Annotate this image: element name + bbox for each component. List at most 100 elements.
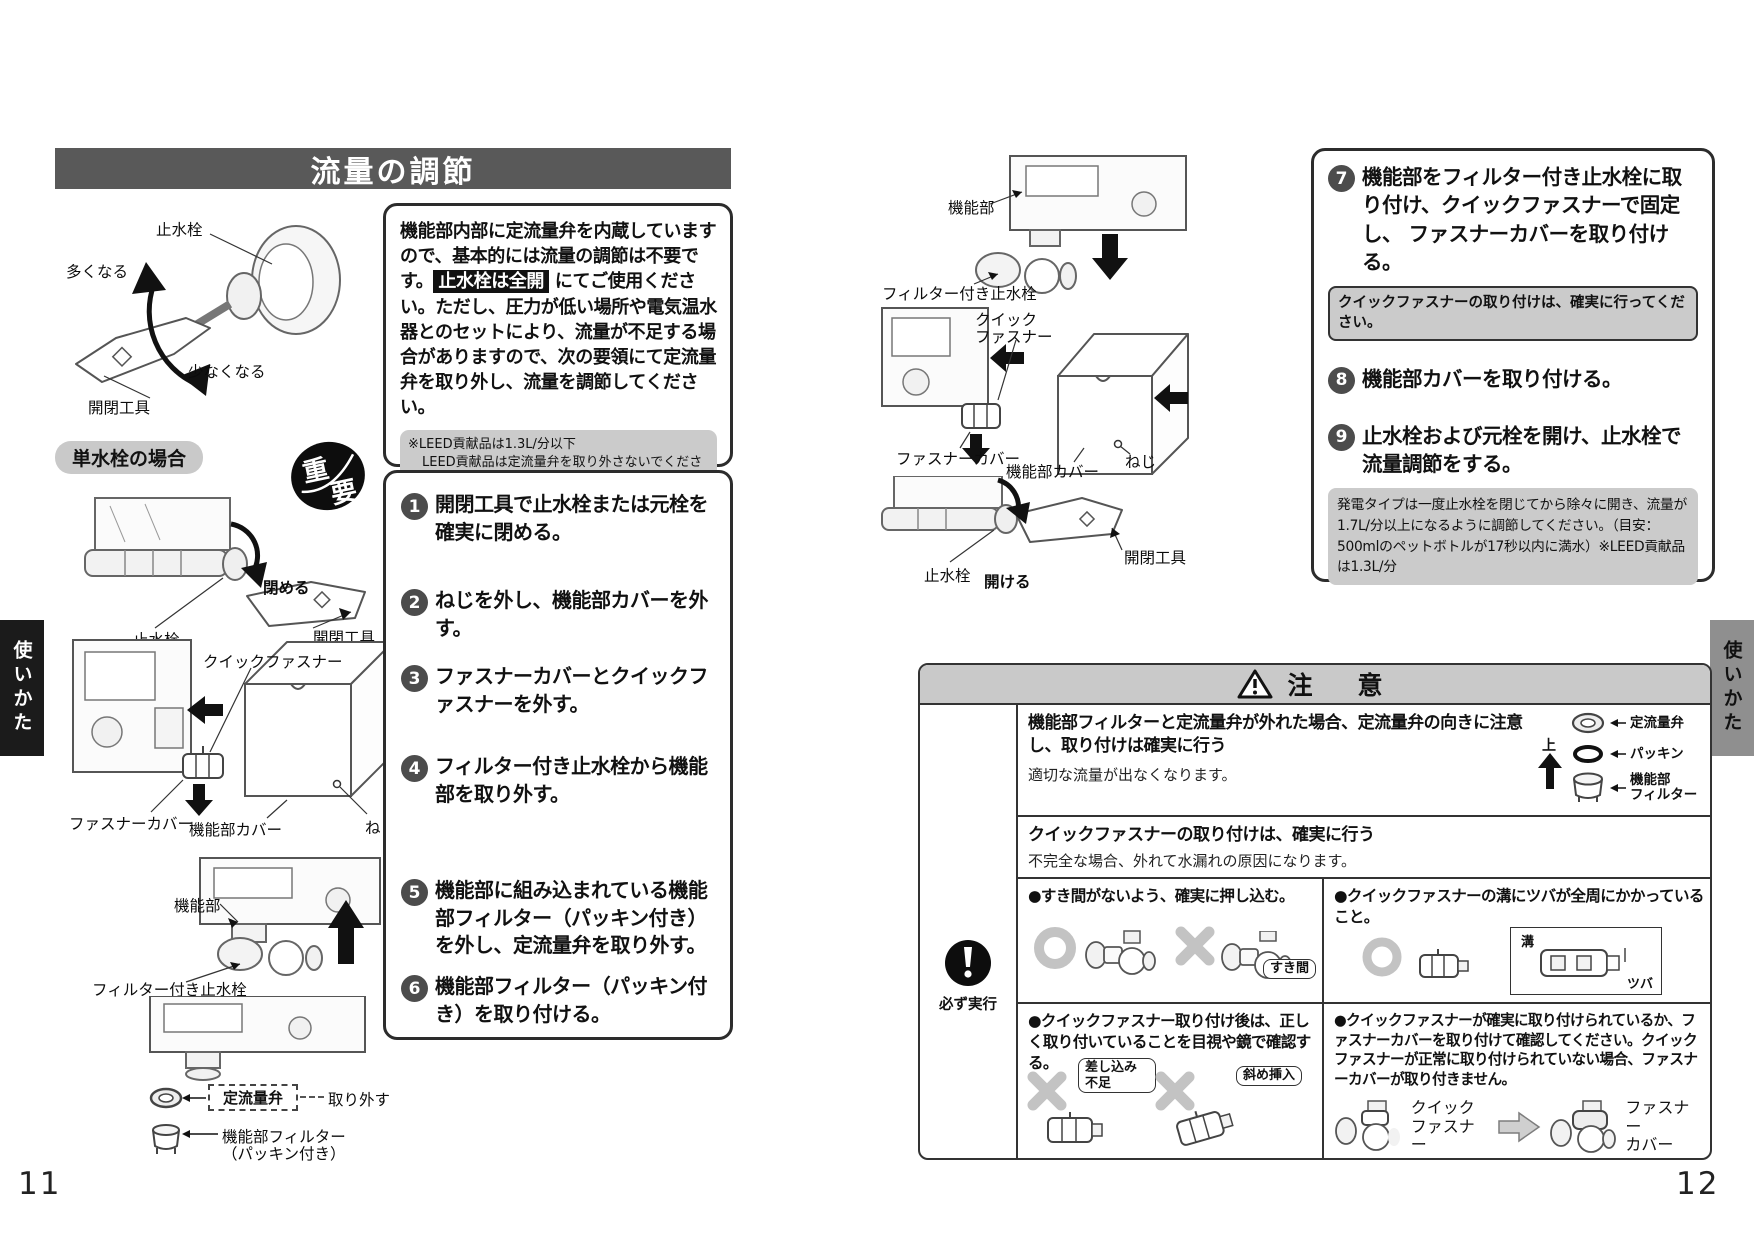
caution-row3-left-bullet: ●すき間がないよう、確実に押し込む。 bbox=[1028, 887, 1295, 905]
step-5: 5 機能部に組み込まれている機能部フィルター（パッキン付き）を外し、定流量弁を取… bbox=[401, 877, 719, 960]
caution-row3-right: ●クイックファスナーの溝にツバが全周にかかっていること。 溝 bbox=[1324, 879, 1710, 1004]
step-1: 1 開閉工具で止水栓または元栓を確実に閉める。 bbox=[401, 491, 719, 546]
caution-header-text: 注 意 bbox=[1287, 671, 1393, 700]
callout-angled-insert: 斜め挿入 bbox=[1236, 1066, 1303, 1086]
mandatory-icon bbox=[945, 939, 991, 986]
step-9-note: 発電タイプは一度止水栓を閉じてから除々に開き、流量が1.7L/分以上になるように… bbox=[1328, 488, 1698, 586]
intro-before: 機能部内部に定流量弁を内蔵していますので、基本的には流量の調節は不要です。 bbox=[400, 221, 717, 293]
label-stop-valve: 止水栓 bbox=[156, 221, 203, 239]
fastener-groove-icon bbox=[1540, 948, 1626, 977]
intro-text: 機能部内部に定流量弁を内蔵していますので、基本的には流量の調節は不要です。止水栓… bbox=[400, 219, 717, 421]
remove-cover-drawing-icon bbox=[72, 639, 394, 819]
fastener-under-icon bbox=[1047, 1112, 1103, 1143]
label-flow-valve: 定流量弁 bbox=[1630, 714, 1684, 731]
caution-row1: 機能部フィルターと定流量弁が外れた場合、定流量弁の向きに注意し、取り付けは確実に… bbox=[1018, 705, 1710, 817]
arrow-left-icon bbox=[1610, 719, 1626, 727]
step-4: 4 フィルター付き止水栓から機能部を取り外す。 bbox=[401, 753, 719, 808]
big-arrow-right-icon bbox=[1498, 1111, 1541, 1143]
label-tool: 開閉工具 bbox=[1124, 549, 1187, 567]
section-label-single-faucet: 単水栓の場合 bbox=[55, 441, 204, 474]
caution-row4-right-diagram: クイック ファスナー ファスナー カバー bbox=[1334, 1096, 1704, 1158]
steps-box-left: 1 開閉工具で止水栓または元栓を確実に閉める。 2 ねじを外し、機能部カバーを外… bbox=[383, 470, 733, 1040]
caution-row1-body: 適切な流量が出なくなります。 bbox=[1028, 765, 1237, 784]
label-stop-valve: 止水栓 bbox=[924, 567, 971, 585]
caution-row1-diagram: 上 定流量弁 パッキン bbox=[1534, 709, 1710, 813]
label-unit: 機能部 bbox=[948, 199, 995, 217]
steps-box-right: 7 機能部をフィルター付き止水栓に取り付け、クイックファスナーで固定し、 ファス… bbox=[1311, 148, 1715, 586]
caution-row2-heading: クイックファスナーの取り付けは、確実に行う bbox=[1028, 825, 1375, 845]
label-quick-fastener: クイックファスナー bbox=[203, 653, 343, 671]
label-tool: 開閉工具 bbox=[88, 399, 151, 417]
usage-tab-right: 使いかた bbox=[1710, 620, 1754, 756]
label-unit-cover: 機能部カバー bbox=[189, 821, 283, 839]
figure-detach-unit: 機能部 フィルター付き止水栓 bbox=[90, 856, 390, 1004]
label-unit-filter-packing: （パッキン付き） bbox=[222, 1145, 346, 1163]
figure-flow-adjust: 止水栓 多くなる 少なくなる 開閉工具 bbox=[58, 200, 380, 440]
step-7-number: 7 bbox=[1328, 165, 1355, 192]
cross-mark-icon bbox=[1027, 1071, 1067, 1111]
ok-circle-icon bbox=[1034, 927, 1076, 969]
step-5-text: 機能部に組み込まれている機能部フィルター（パッキン付き）を外し、定流量弁を取り外… bbox=[435, 878, 708, 958]
ring-icon bbox=[1362, 937, 1402, 977]
leed-note-line1: ※LEED貢献品は1.3L/分以下 bbox=[408, 436, 576, 452]
page-number-right: 12 bbox=[1676, 1166, 1720, 1202]
caution-row3-right-diagram: 溝 ツバ bbox=[1334, 927, 1702, 997]
mandatory-label: 必ず実行 bbox=[939, 996, 997, 1013]
caution-row4-left: ●クイックファスナー取り付け後は、正しく取り付いていることを目視や鏡で確認する。… bbox=[1018, 1004, 1324, 1158]
arrow-left-icon bbox=[1610, 784, 1626, 792]
step-3-text: ファスナーカバーとクイックファスナーを外す。 bbox=[435, 664, 709, 716]
step-3: 3 ファスナーカバーとクイックファスナーを外す。 bbox=[401, 663, 719, 718]
label-fastener-cover: ファスナーカバー bbox=[69, 815, 194, 833]
step-5-number: 5 bbox=[401, 879, 428, 906]
cross-mark-icon bbox=[1175, 926, 1215, 966]
step-9-text: 止水栓および元栓を開け、止水栓で流量調節をする。 bbox=[1362, 423, 1681, 476]
cross-mark-icon bbox=[1155, 1071, 1195, 1111]
label-filter-stop-valve: フィルター付き止水栓 bbox=[882, 285, 1037, 303]
step-9-number: 9 bbox=[1328, 423, 1355, 451]
warning-triangle-icon bbox=[1237, 669, 1273, 699]
caution-box: 注 意 必ず実行 機能部フィルターと定流量弁が外れた場合、定流量弁の向きに注意し… bbox=[918, 663, 1712, 1160]
label-increase: 多くなる bbox=[66, 263, 129, 281]
flow-valve-icon bbox=[1571, 712, 1605, 734]
caution-row3-right-bullet: ●クイックファスナーの溝にツバが全周にかかっていること。 bbox=[1334, 887, 1704, 926]
step-2-number: 2 bbox=[401, 589, 428, 616]
page-number-left: 11 bbox=[18, 1166, 62, 1202]
label-cover-line2: カバー bbox=[1625, 1135, 1674, 1155]
step-7: 7 機能部をフィルター付き止水栓に取り付け、クイックファスナーで固定し、 ファス… bbox=[1328, 163, 1698, 276]
caution-header: 注 意 bbox=[920, 665, 1710, 705]
valve-with-fastener-icon bbox=[1335, 1100, 1400, 1151]
step-7-text: 機能部をフィルター付き止水栓に取り付け、クイックファスナーで固定し、 ファスナー… bbox=[1362, 165, 1682, 274]
important-badge: 重 要 bbox=[284, 435, 372, 517]
detach-unit-drawing-icon bbox=[185, 857, 381, 983]
packing-icon bbox=[1573, 745, 1603, 763]
label-open: 開ける bbox=[984, 573, 1031, 591]
fastener-angled-icon bbox=[1176, 1110, 1234, 1146]
up-arrow-icon bbox=[1538, 753, 1562, 789]
label-fastener-cover: ファスナー カバー bbox=[1625, 1099, 1704, 1154]
step-7-note: クイックファスナーの取り付けは、確実に行ってください。 bbox=[1328, 286, 1698, 341]
intro-box: 機能部内部に定流量弁を内蔵していますので、基本的には流量の調節は不要です。止水栓… bbox=[383, 203, 733, 499]
step-1-number: 1 bbox=[401, 493, 428, 520]
figure-remove-cover: クイックファスナー ファスナーカバー 機能部カバー ねじ bbox=[55, 612, 396, 842]
usage-tab-left: 使いかた bbox=[0, 620, 44, 756]
label-fastener: ファスナー bbox=[975, 328, 1053, 346]
label-screw: ねじ bbox=[1125, 453, 1157, 471]
step-8-number: 8 bbox=[1328, 366, 1355, 394]
caution-row3-left-diagram: すき間 bbox=[1026, 911, 1316, 995]
step-3-number: 3 bbox=[401, 665, 428, 692]
close-valve-drawing-icon bbox=[84, 497, 366, 629]
label-unit-filter-line2: フィルター bbox=[1630, 787, 1698, 803]
part-packing: パッキン bbox=[1570, 743, 1684, 765]
valve-unit-icon bbox=[1085, 930, 1156, 975]
caution-row4-right: ●クイックファスナーが確実に取り付けられているか、ファスナーカバーを取り付けて確… bbox=[1324, 1004, 1710, 1158]
attach-unit-drawing-icon bbox=[973, 155, 1187, 294]
caution-row3-left: ●すき間がないよう、確実に押し込む。 bbox=[1018, 879, 1324, 1004]
label-flow-valve-dashed: 定流量弁 bbox=[208, 1084, 298, 1111]
callout-insufficient-insert: 差し込み不足 bbox=[1078, 1058, 1156, 1094]
label-quick: クイック bbox=[975, 311, 1038, 329]
arrow-left-icon bbox=[1610, 750, 1626, 758]
label-close: 閉める bbox=[263, 579, 310, 597]
step-1-text: 開閉工具で止水栓または元栓を確実に閉める。 bbox=[435, 492, 709, 544]
label-quick-fastener: クイック ファスナー bbox=[1411, 1099, 1490, 1154]
step-2-text: ねじを外し、機能部カバーを外す。 bbox=[435, 588, 709, 640]
